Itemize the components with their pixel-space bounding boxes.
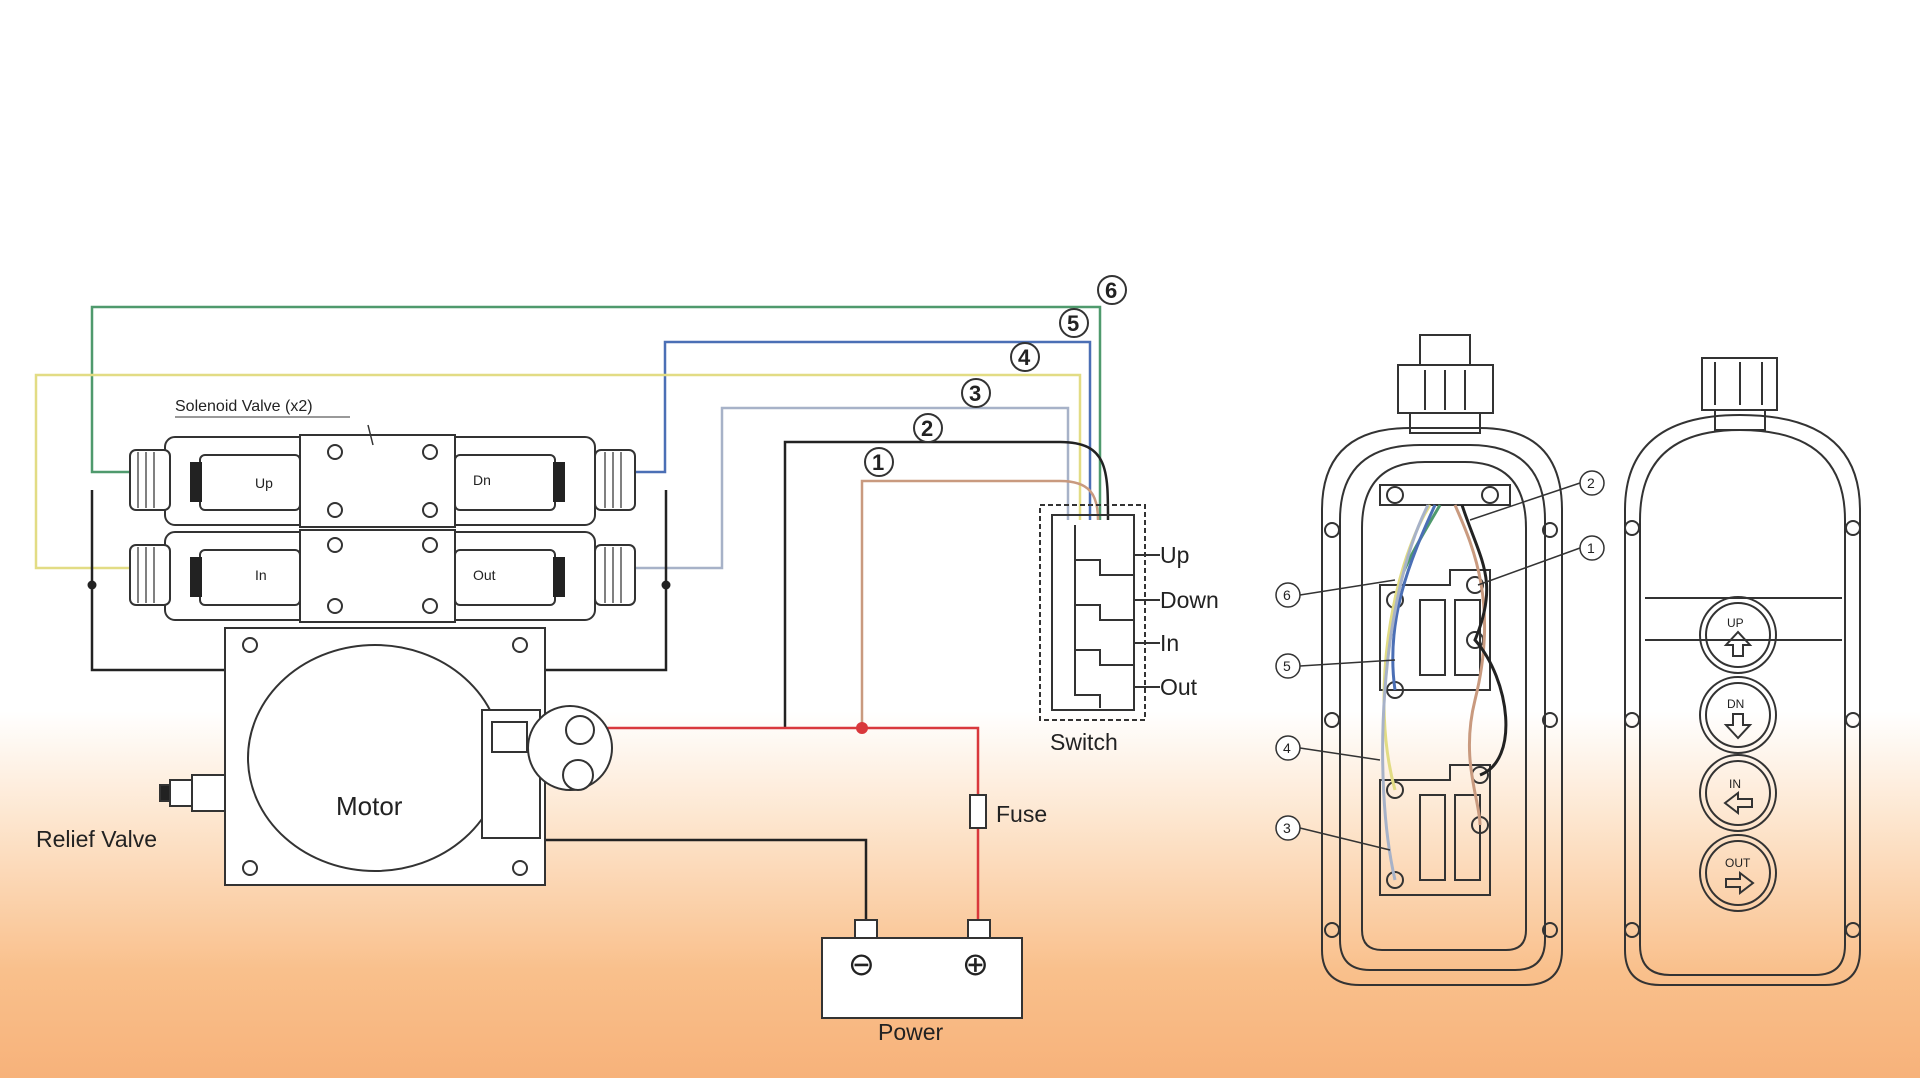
- switch-box: [1039, 504, 1160, 721]
- callout-6: 6: [1283, 587, 1291, 603]
- motor-label: Motor: [336, 791, 403, 821]
- pendant-closed: [1624, 357, 1861, 986]
- wire-power-positive: [600, 726, 980, 795]
- switch-label: Switch: [1050, 729, 1118, 755]
- btn-up-label: UP: [1727, 616, 1744, 630]
- fuse-symbol: [969, 794, 987, 829]
- junction-dot: [87, 580, 97, 590]
- callout-2: 2: [1587, 475, 1595, 491]
- solenoid-leader: [367, 424, 374, 446]
- pendant-wires: [1381, 504, 1508, 881]
- arrow-left-icon: [1723, 790, 1753, 816]
- arrow-right-icon: [1725, 870, 1755, 896]
- valve-up-label: Up: [255, 475, 273, 491]
- power-label: Power: [878, 1019, 944, 1045]
- switch-in-label: In: [1160, 630, 1179, 656]
- valve-in-label: In: [255, 567, 267, 583]
- pendant-callouts: [1275, 470, 1605, 851]
- callout-4: 4: [1283, 740, 1291, 756]
- junction-dot: [856, 722, 868, 734]
- arrow-down-icon: [1723, 713, 1753, 740]
- switch-down-label: Down: [1160, 587, 1219, 613]
- arrow-up-icon: [1723, 630, 1753, 657]
- wire-4: [34, 373, 1082, 570]
- fuse-label: Fuse: [996, 801, 1047, 827]
- wire-number-6: 6: [1105, 278, 1117, 303]
- wire-number-3: 3: [969, 381, 981, 406]
- btn-dn-label: DN: [1727, 697, 1744, 711]
- switch-out-label: Out: [1160, 674, 1198, 700]
- relief-valve-label: Relief Valve: [36, 826, 157, 852]
- battery-positive-terminal: ⊕: [962, 946, 989, 982]
- btn-in-label: IN: [1729, 777, 1741, 791]
- wire-6: [90, 305, 1102, 520]
- wire-3: [635, 406, 1070, 570]
- wire-1: [860, 479, 1100, 728]
- callout-1: 1: [1587, 540, 1595, 556]
- solenoid-valves: [129, 434, 636, 623]
- wire-number-4: 4: [1018, 345, 1031, 370]
- callout-3: 3: [1283, 820, 1291, 836]
- pendant-open: [1321, 334, 1563, 986]
- btn-out-label: OUT: [1725, 856, 1751, 870]
- coil-fins: [137, 452, 622, 603]
- wire-number-1: 1: [872, 450, 884, 475]
- valve-dn-label: Dn: [473, 472, 491, 488]
- callout-5: 5: [1283, 658, 1291, 674]
- wire-5: [635, 340, 1092, 520]
- valve-out-label: Out: [473, 567, 496, 583]
- wire-number-circles: [864, 275, 1127, 477]
- pendant-button-arrows: [1723, 630, 1755, 896]
- battery-negative-terminal: ⊖: [848, 946, 875, 982]
- wire-number-2: 2: [921, 416, 933, 441]
- coil-terminals: [190, 462, 565, 597]
- switch-up-label: Up: [1160, 542, 1189, 568]
- solenoid-label: Solenoid Valve (x2): [175, 398, 313, 415]
- wire-2: [783, 440, 1110, 728]
- motor-unit: [159, 627, 613, 886]
- battery: [821, 919, 1023, 1019]
- junction-dot: [661, 580, 671, 590]
- wire-number-5: 5: [1067, 311, 1079, 336]
- wires: [34, 305, 1110, 925]
